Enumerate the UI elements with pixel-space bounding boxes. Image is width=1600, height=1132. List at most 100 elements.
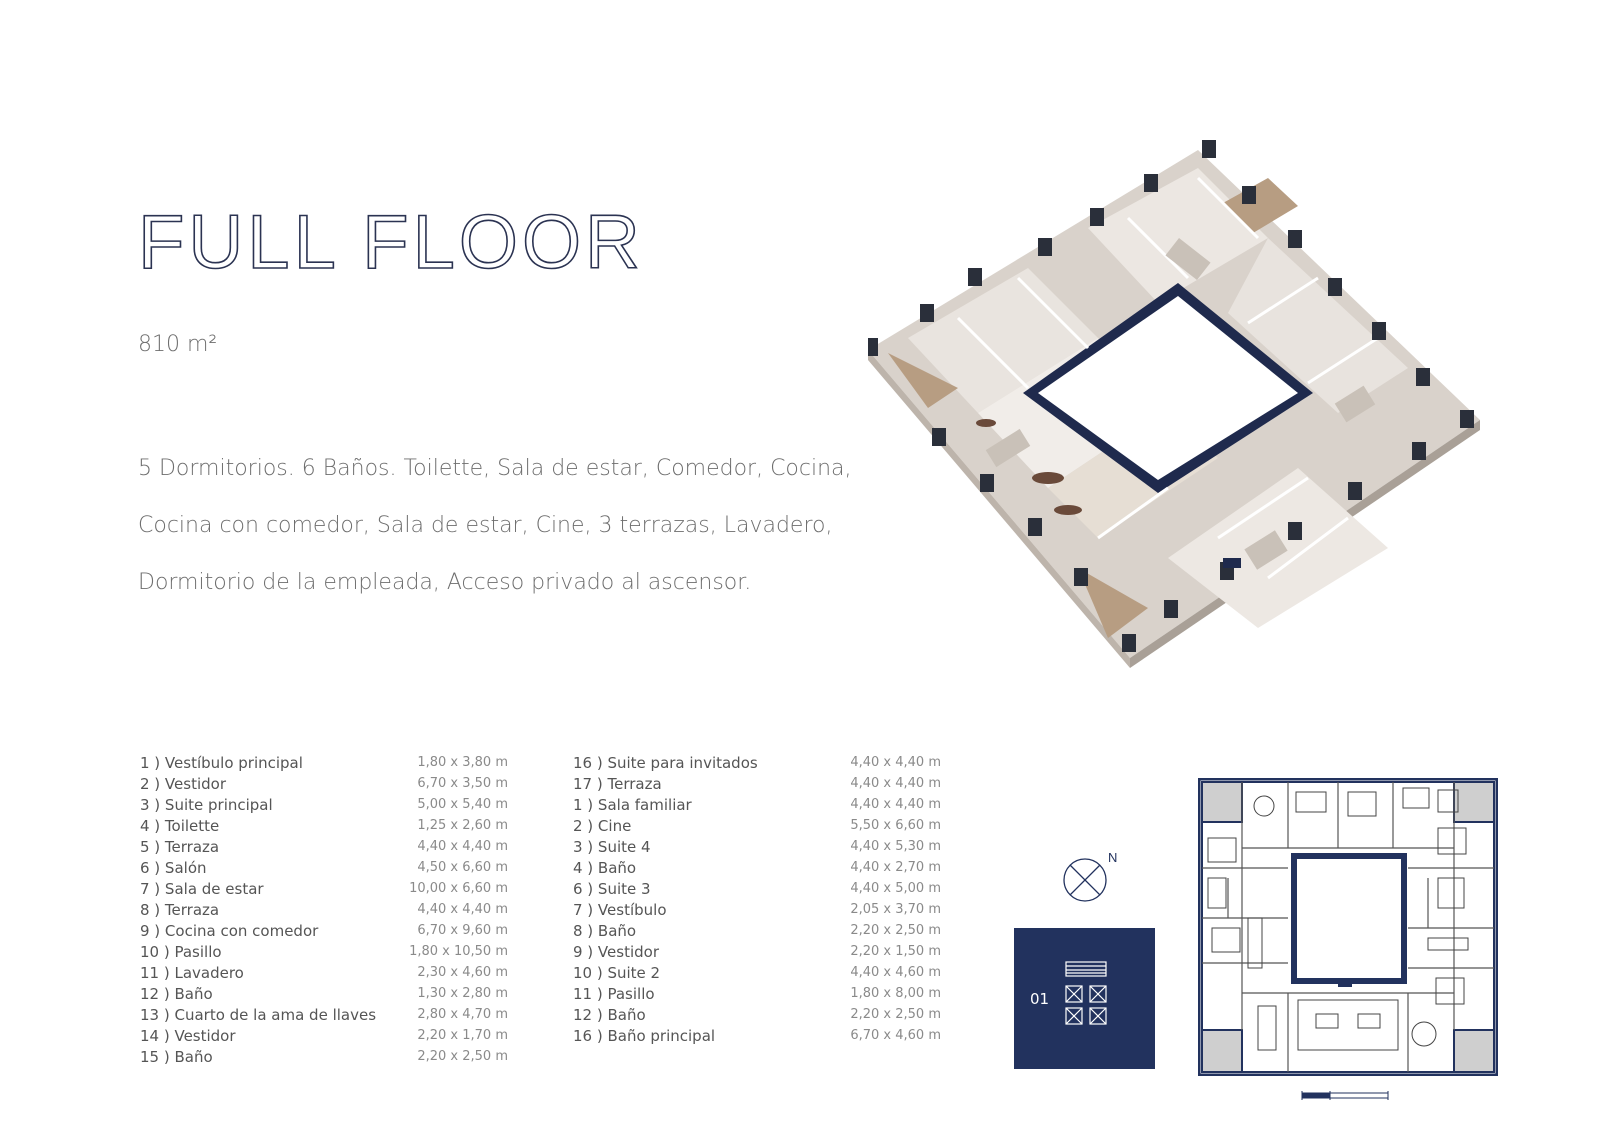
floor-plan-2d — [1197, 777, 1499, 1077]
room-row: 14 ) Vestidor 2,20 x 1,70 m — [140, 1025, 508, 1046]
room-row: 12 ) Baño 2,20 x 2,50 m — [573, 1004, 941, 1025]
room-label: 11 ) Pasillo — [573, 984, 655, 1003]
room-label: 8 ) Terraza — [140, 900, 220, 919]
description-line: 5 Dormitorios. 6 Baños. Toilette, Sala d… — [138, 456, 852, 481]
room-label: 5 ) Terraza — [140, 837, 220, 856]
room-label: 11 ) Lavadero — [140, 963, 244, 982]
compass-north-icon: N — [1062, 848, 1124, 904]
description-line: Cocina con comedor, Sala de estar, Cine,… — [138, 513, 833, 538]
room-dimensions: 1,30 x 2,80 m — [417, 986, 508, 1001]
room-row: 5 ) Terraza 4,40 x 4,40 m — [140, 836, 508, 857]
room-label: 7 ) Vestíbulo — [573, 900, 667, 919]
room-label: 16 ) Suite para invitados — [573, 753, 758, 772]
room-dimensions: 2,20 x 2,50 m — [850, 923, 941, 938]
room-label: 6 ) Suite 3 — [573, 879, 651, 898]
room-row: 8 ) Terraza 4,40 x 4,40 m — [140, 899, 508, 920]
description: 5 Dormitorios. 6 Baños. Toilette, Sala d… — [138, 440, 858, 611]
room-label: 6 ) Salón — [140, 858, 207, 877]
room-label: 10 ) Pasillo — [140, 942, 222, 961]
room-row: 4 ) Baño 4,40 x 2,70 m — [573, 857, 941, 878]
room-row: 16 ) Baño principal 6,70 x 4,60 m — [573, 1025, 941, 1046]
room-label: 9 ) Cocina con comedor — [140, 921, 319, 940]
room-label: 2 ) Cine — [573, 816, 632, 835]
room-row: 13 ) Cuarto de la ama de llaves 2,80 x 4,… — [140, 1004, 508, 1025]
room-dimensions: 5,50 x 6,60 m — [850, 818, 941, 833]
room-row: 6 ) Salón 4,50 x 6,60 m — [140, 857, 508, 878]
room-row: 15 ) Baño 2,20 x 2,50 m — [140, 1046, 508, 1067]
room-dimensions: 6,70 x 9,60 m — [417, 923, 508, 938]
room-dimensions: 2,05 x 3,70 m — [850, 902, 941, 917]
room-label: 3 ) Suite 4 — [573, 837, 651, 856]
room-label: 14 ) Vestidor — [140, 1026, 236, 1045]
room-dimensions: 1,80 x 3,80 m — [417, 755, 508, 770]
room-label: 12 ) Baño — [573, 1005, 646, 1024]
scale-bar — [1300, 1088, 1390, 1102]
key-plan: 01 — [1014, 928, 1155, 1069]
room-row: 2 ) Vestidor 6,70 x 3,50 m — [140, 773, 508, 794]
room-dimensions: 6,70 x 3,50 m — [417, 776, 508, 791]
room-dimensions: 2,30 x 4,60 m — [417, 965, 508, 980]
room-label: 3 ) Suite principal — [140, 795, 273, 814]
room-row: 11 ) Lavadero 2,30 x 4,60 m — [140, 962, 508, 983]
room-dimensions: 4,40 x 2,70 m — [850, 860, 941, 875]
room-label: 4 ) Toilette — [140, 816, 220, 835]
room-label: 16 ) Baño principal — [573, 1026, 716, 1045]
room-label: 4 ) Baño — [573, 858, 637, 877]
room-row: 8 ) Baño 2,20 x 2,50 m — [573, 920, 941, 941]
room-label: 7 ) Sala de estar — [140, 879, 264, 898]
room-row: 2 ) Cine 5,50 x 6,60 m — [573, 815, 941, 836]
room-dimensions: 4,40 x 4,40 m — [417, 839, 508, 854]
room-dimensions: 1,80 x 10,50 m — [409, 944, 508, 959]
room-row: 4 ) Toilette 1,25 x 2,60 m — [140, 815, 508, 836]
room-row: 3 ) Suite principal 5,00 x 5,40 m — [140, 794, 508, 815]
room-label: 13 ) Cuarto de la ama de llaves — [140, 1005, 377, 1024]
room-label: 10 ) Suite 2 — [573, 963, 661, 982]
room-label: 8 ) Baño — [573, 921, 637, 940]
room-dimensions: 2,20 x 1,50 m — [850, 944, 941, 959]
room-row: 6 ) Suite 3 4,40 x 5,00 m — [573, 878, 941, 899]
room-dimensions: 5,00 x 5,40 m — [417, 797, 508, 812]
room-dimensions: 4,40 x 4,40 m — [850, 776, 941, 791]
room-dimensions: 4,40 x 5,00 m — [850, 881, 941, 896]
room-label: 1 ) Vestíbulo principal — [140, 753, 303, 772]
room-row: 10 ) Suite 2 4,40 x 4,60 m — [573, 962, 941, 983]
elevator-core-icon — [1065, 961, 1107, 1025]
room-label: 15 ) Baño — [140, 1047, 213, 1066]
room-dimensions: 4,40 x 4,60 m — [850, 965, 941, 980]
room-dimensions: 4,40 x 4,40 m — [850, 797, 941, 812]
room-label: 17 ) Terraza — [573, 774, 662, 793]
room-dimensions: 1,80 x 8,00 m — [850, 986, 941, 1001]
compass-label: N — [1108, 850, 1117, 865]
floor-area: 810 m² — [138, 332, 218, 357]
room-dimensions: 6,70 x 4,60 m — [850, 1028, 941, 1043]
room-label: 1 ) Sala familiar — [573, 795, 692, 814]
room-dimensions: 4,40 x 4,40 m — [417, 902, 508, 917]
room-label: 2 ) Vestidor — [140, 774, 226, 793]
room-row: 7 ) Sala de estar 10,00 x 6,60 m — [140, 878, 508, 899]
room-row: 1 ) Vestíbulo principal 1,80 x 3,80 m — [140, 752, 508, 773]
room-row: 1 ) Sala familiar 4,40 x 4,40 m — [573, 794, 941, 815]
room-label: 9 ) Vestidor — [573, 942, 659, 961]
room-row: 11 ) Pasillo 1,80 x 8,00 m — [573, 983, 941, 1004]
room-dimensions: 4,50 x 6,60 m — [417, 860, 508, 875]
title-text: FULL FLOOR — [138, 200, 644, 285]
room-row: 9 ) Vestidor 2,20 x 1,50 m — [573, 941, 941, 962]
isometric-floor-render — [864, 138, 1518, 678]
room-list-left: 1 ) Vestíbulo principal 1,80 x 3,80 m 2 ) … — [140, 752, 508, 1067]
description-line: Dormitorio de la empleada, Acceso privad… — [138, 570, 752, 595]
page-title: FULL FLOOR — [138, 196, 698, 286]
room-dimensions: 10,00 x 6,60 m — [409, 881, 508, 896]
floor-number: 01 — [1030, 990, 1050, 1008]
room-row: 10 ) Pasillo 1,80 x 10,50 m — [140, 941, 508, 962]
room-dimensions: 2,20 x 1,70 m — [417, 1028, 508, 1043]
room-dimensions: 2,80 x 4,70 m — [417, 1007, 508, 1022]
room-row: 9 ) Cocina con comedor 6,70 x 9,60 m — [140, 920, 508, 941]
room-dimensions: 2,20 x 2,50 m — [417, 1049, 508, 1064]
room-dimensions: 2,20 x 2,50 m — [850, 1007, 941, 1022]
room-dimensions: 1,25 x 2,60 m — [417, 818, 508, 833]
room-row: 7 ) Vestíbulo 2,05 x 3,70 m — [573, 899, 941, 920]
